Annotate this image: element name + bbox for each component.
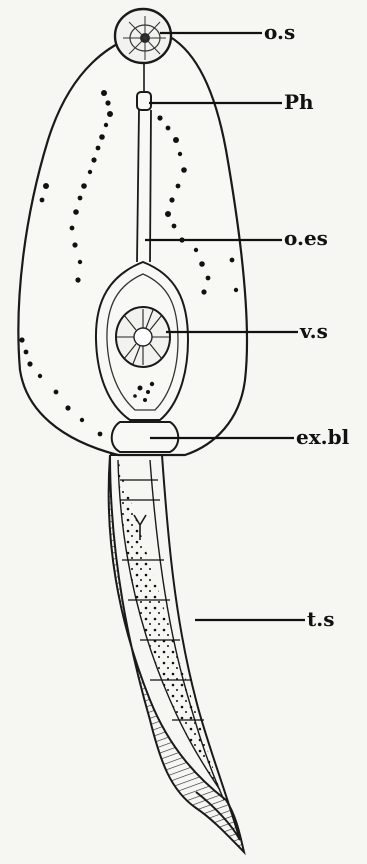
oral-sucker bbox=[115, 9, 171, 63]
label-oesophagus: o.es bbox=[284, 228, 328, 248]
label-excretory-bladder: ex.bl bbox=[296, 427, 349, 447]
label-pharynx: Ph bbox=[284, 92, 314, 112]
label-oral-sucker: o.s bbox=[264, 22, 295, 42]
tail-stem bbox=[109, 455, 244, 852]
label-tail-stem: t.s bbox=[307, 609, 334, 629]
label-ventral-sucker: v.s bbox=[300, 321, 328, 341]
body-outline bbox=[18, 32, 247, 455]
